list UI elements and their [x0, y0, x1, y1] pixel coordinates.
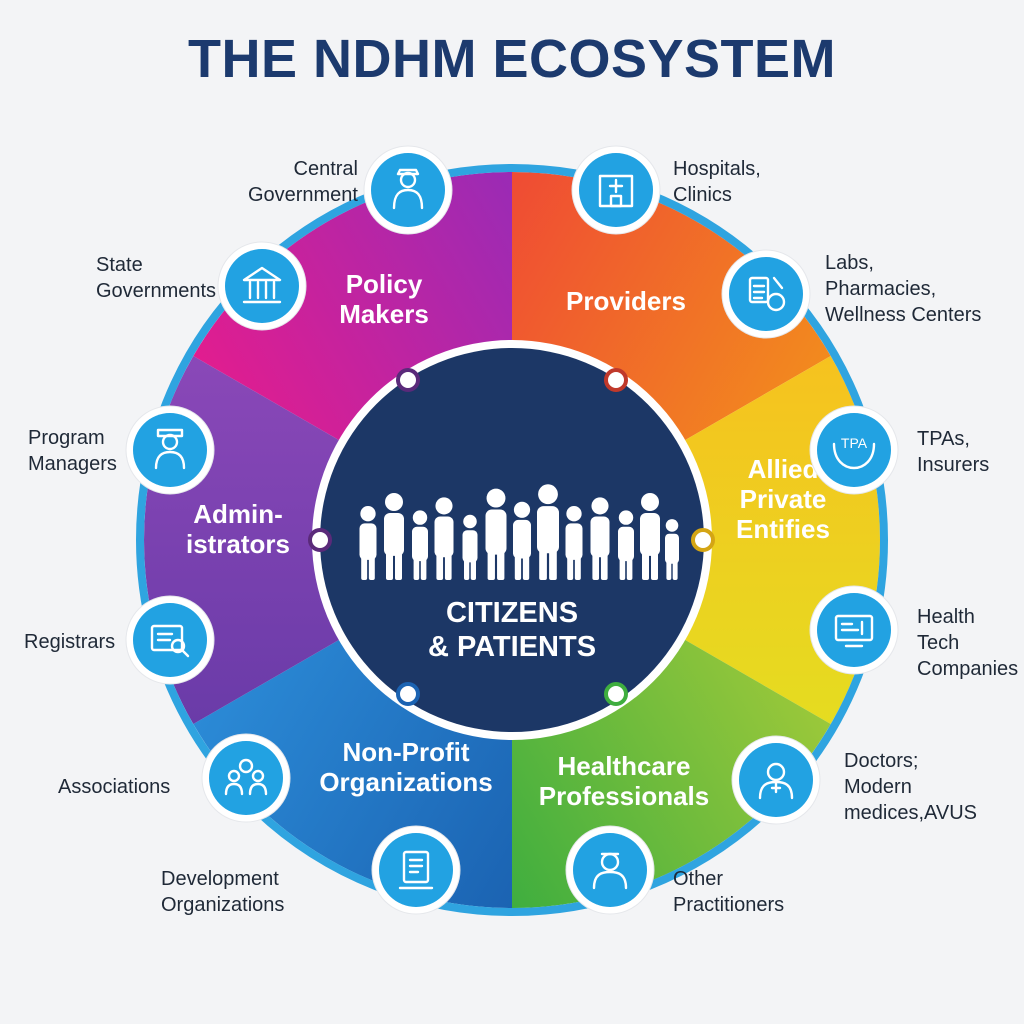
official-person-icon [363, 145, 453, 235]
stakeholder-label-associations: Associations [58, 776, 171, 798]
stakeholder-label-central-government: Central Government [247, 158, 358, 206]
lab-report-icon [721, 249, 811, 339]
crowd-of-people-icon [359, 484, 679, 580]
outer-ring [136, 164, 888, 916]
stakeholder-label-state-governments: State Governments [96, 254, 217, 302]
center-label-citizens: CITIZENS [446, 597, 578, 629]
connector-dot [691, 528, 715, 552]
connector-dot [396, 368, 420, 392]
connector-dot [396, 682, 420, 706]
page-title: THE NDHM ECOSYSTEM [187, 29, 837, 89]
center-circle [320, 348, 704, 732]
svg-text:TPA: TPA [841, 435, 868, 451]
tech-dashboard-icon [809, 585, 899, 675]
registry-search-icon [125, 595, 215, 685]
connector-dot [308, 528, 332, 552]
stakeholder-label-tpas-insurers: TPAs, Insurers [917, 428, 990, 476]
doctor-icon [731, 735, 821, 825]
stakeholder-label-hospitals-clinics: Hospitals, Clinics [673, 158, 761, 206]
hospital-building-icon [571, 145, 661, 235]
center-label-patients: & PATIENTS [428, 631, 596, 663]
stakeholder-label-registrars: Registrars [24, 631, 116, 653]
connector-dot [604, 368, 628, 392]
stakeholder-label-program-managers: Program Managers [28, 427, 117, 475]
manager-person-icon [125, 405, 215, 495]
practitioner-icon [565, 825, 655, 915]
segment-label-administrators: Admin-istrators [186, 499, 290, 559]
stakeholder-label-health-tech: Health Tech Companies [917, 606, 1019, 680]
segment-label-providers: Providers [566, 286, 686, 316]
government-building-icon [217, 241, 307, 331]
stakeholder-label-doctors: Doctors; Modern medices,AVUS [844, 750, 978, 824]
tpa-hands-icon: TPA [809, 405, 899, 495]
connector-dot [604, 682, 628, 706]
stakeholder-label-other-practitioners: Other Practitioners [673, 868, 785, 916]
stakeholder-label-labs-pharmacies: Labs, Pharmacies, Wellness Centers [825, 252, 982, 326]
people-group-icon [201, 733, 291, 823]
development-document-icon [371, 825, 461, 915]
stakeholder-label-development-organizations: Development Organizations [161, 868, 285, 916]
